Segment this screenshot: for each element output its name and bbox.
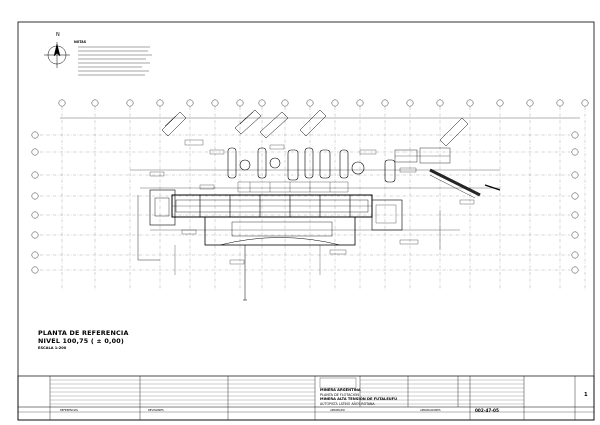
- company-line-3: MINERA ALTA TENSIÓN DE FUTALEUFÚ: [320, 397, 398, 401]
- drawing-number: 002-47-05: [475, 408, 499, 413]
- header-label-approvals: APROBACIONES: [420, 409, 441, 412]
- grid-row-bubbles: [31, 131, 579, 274]
- company-line-2: PLANTA DE FLOTACIÓN: [320, 392, 359, 397]
- header-label-references: REFERENCIAS: [60, 409, 78, 412]
- sheet-number: 1: [584, 392, 588, 398]
- drawing-scale: ESCALA 1:200: [38, 346, 67, 350]
- header-label-revisions: REVISIONES: [148, 409, 164, 412]
- drawing-level: NIVEL 100,75 ( ± 0,00): [38, 337, 125, 345]
- grid-lines: [40, 107, 586, 290]
- grid-column-bubbles: [58, 99, 589, 107]
- north-label: N: [56, 32, 60, 38]
- company-line-1: MINERA ARGENTINA: [320, 388, 361, 392]
- north-arrow-icon: [44, 42, 70, 68]
- notes-title: NOTAS: [74, 40, 87, 44]
- drawing-title: PLANTA DE REFERENCIA: [38, 329, 129, 337]
- title-block: [17, 375, 595, 421]
- company-line-4: AUTOPISTA LATINO AÑOS ROTANA: [320, 401, 375, 406]
- header-label-approved: APROBADO: [330, 409, 345, 412]
- notes-block: [78, 46, 152, 76]
